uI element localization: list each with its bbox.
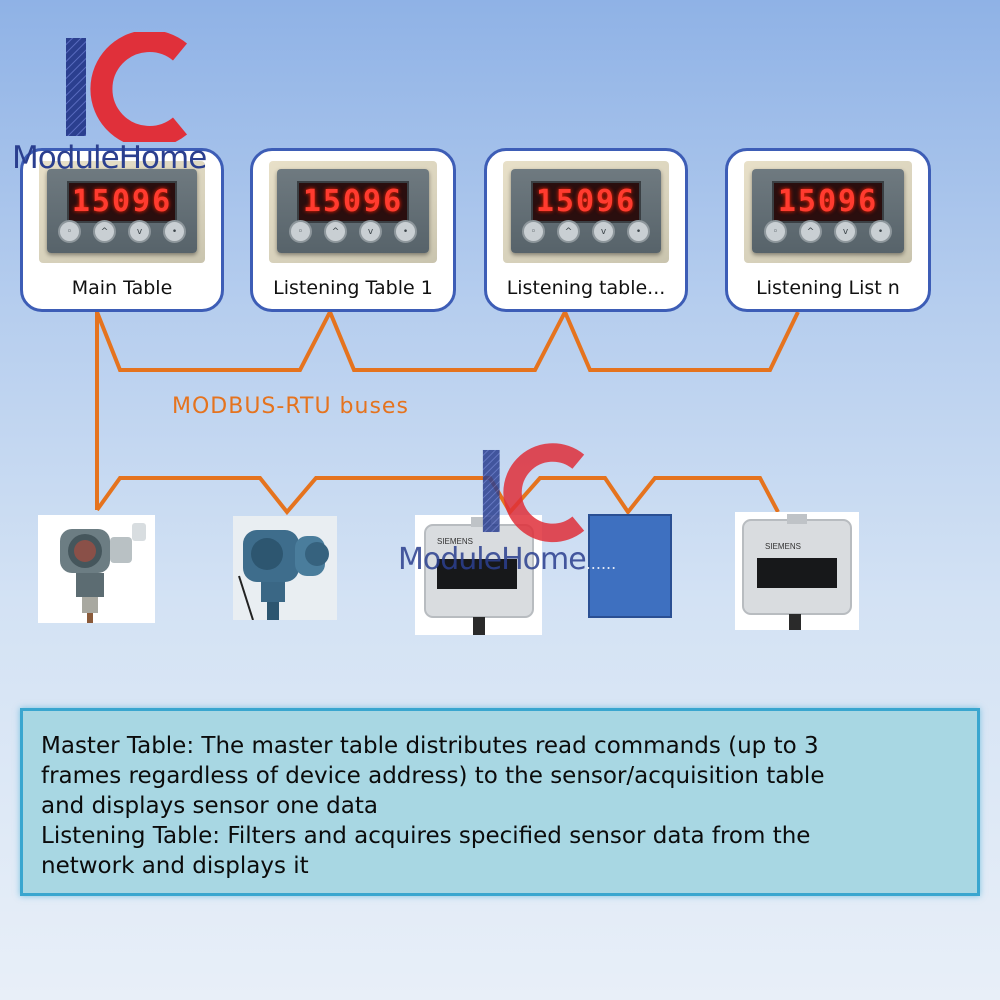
siemens-sensor-icon: SIEMENS [735, 512, 859, 630]
ok-button-icon: • [394, 220, 417, 243]
upper-bus-line [95, 307, 800, 372]
description-line: Listening Table: Filters and acquires sp… [41, 823, 811, 849]
meter-display: 15096 [67, 181, 177, 223]
down-arrow-icon: v [359, 220, 382, 243]
modulehome-logo: ModuleHome [10, 30, 225, 182]
meter-button-icon: ◦ [58, 220, 81, 243]
meter-label: Listening List n [756, 277, 900, 299]
ok-button-icon: • [869, 220, 892, 243]
meter-label: Main Table [71, 277, 173, 299]
bus-label: MODBUS-RTU buses [172, 394, 409, 419]
modulehome-watermark: ModuleHome...... [398, 436, 648, 586]
ok-button-icon: • [627, 220, 650, 243]
panel-meter-icon: 15096 ◦ ^ v • [503, 161, 669, 263]
up-arrow-icon: ^ [799, 220, 822, 243]
siemens-brand-text: SIEMENS [437, 537, 474, 546]
siemens-brand-text: SIEMENS [765, 542, 802, 551]
description-line: Master Table: The master table distribut… [41, 733, 819, 759]
meter-card-listening-n: 15096 ◦ ^ v • Listening List n [725, 148, 931, 312]
description-line: frames regardless of device address) to … [41, 763, 825, 789]
panel-meter-icon: 15096 ◦ ^ v • [744, 161, 912, 263]
meter-button-icon: ◦ [764, 220, 787, 243]
up-arrow-icon: ^ [324, 220, 347, 243]
meter-label: Listening table... [506, 277, 666, 299]
meter-display: 15096 [531, 181, 641, 223]
logo-text: ModuleHome [12, 140, 207, 176]
meter-card-main: 15096 ◦ ^ v • Main Table [20, 148, 224, 312]
meter-card-listening-n-dots: 15096 ◦ ^ v • Listening table... [484, 148, 688, 312]
description-line: network and displays it [41, 853, 309, 879]
meter-display: 15096 [772, 181, 884, 223]
meter-display: 15096 [297, 181, 409, 223]
meter-button-icon: ◦ [289, 220, 312, 243]
watermark-dots: ...... [585, 554, 617, 573]
meter-card-listening-1: 15096 ◦ ^ v • Listening Table 1 [250, 148, 456, 312]
ok-button-icon: • [163, 220, 186, 243]
up-arrow-icon: ^ [557, 220, 580, 243]
ic-logo-mark-icon [66, 30, 187, 148]
generic-device-box [588, 514, 672, 618]
panel-meter-icon: 15096 ◦ ^ v • [269, 161, 437, 263]
up-arrow-icon: ^ [93, 220, 116, 243]
description-box: Master Table: The master table distribut… [20, 708, 980, 896]
down-arrow-icon: v [128, 220, 151, 243]
meter-label: Listening Table 1 [273, 277, 433, 299]
panel-meter-icon: 15096 ◦ ^ v • [39, 161, 205, 263]
ic-watermark-icon [482, 443, 585, 543]
down-arrow-icon: v [834, 220, 857, 243]
pressure-transmitter-icon [38, 515, 155, 623]
siemens-sensor-icon: SIEMENS [415, 515, 542, 635]
blue-pressure-transmitter-icon [233, 516, 337, 621]
description-line: and displays sensor one data [41, 793, 378, 819]
watermark-text: ModuleHome [398, 542, 587, 577]
down-arrow-icon: v [592, 220, 615, 243]
meter-button-icon: ◦ [522, 220, 545, 243]
